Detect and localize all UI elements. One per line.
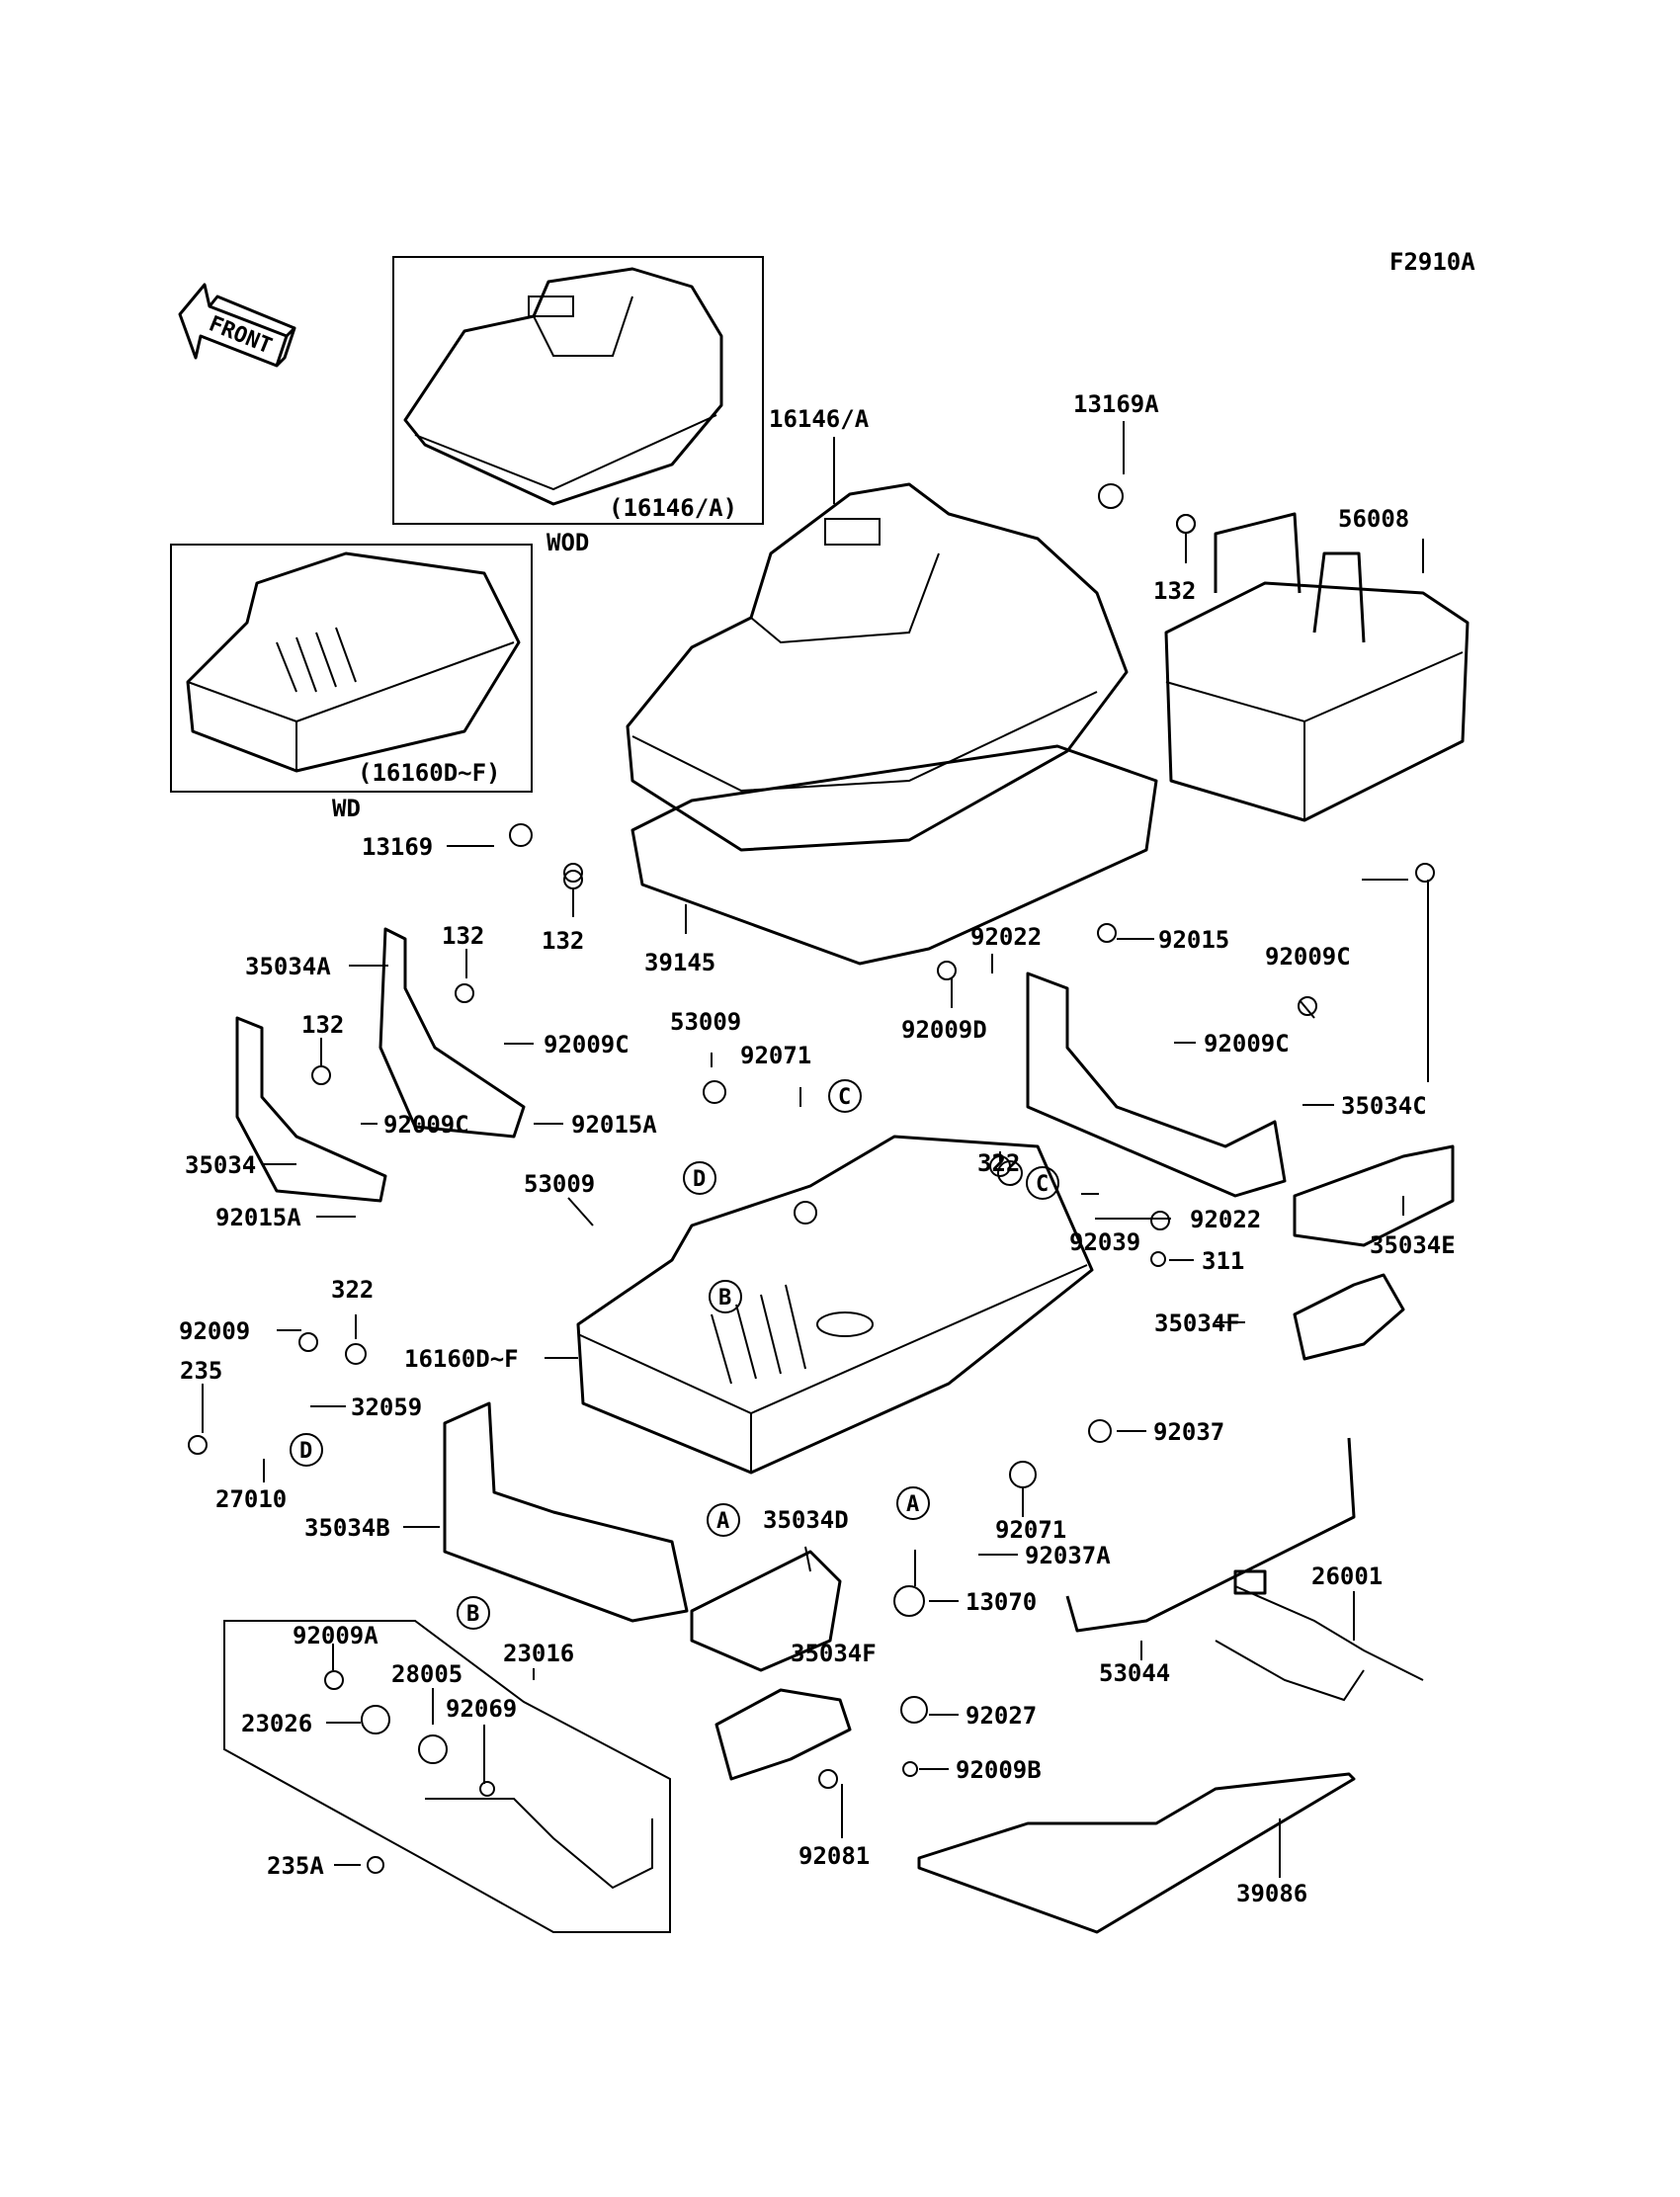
part-label: 92037A <box>1025 1542 1111 1569</box>
part-label: 132 <box>301 1011 344 1039</box>
inset-wod-caption: WOD <box>546 529 589 556</box>
part-label: 235 <box>180 1357 222 1385</box>
part-label: 53009 <box>524 1170 595 1198</box>
part-label: 92022 <box>970 923 1042 951</box>
part-label: 92009C <box>1204 1030 1290 1057</box>
part-label: 92009 <box>179 1317 250 1345</box>
part-label: 23016 <box>503 1640 574 1667</box>
part-label: 35034E <box>1370 1231 1456 1259</box>
ref-c-2: C <box>1036 1172 1049 1197</box>
part-label: 92027 <box>966 1702 1037 1730</box>
part-label: 13070 <box>966 1588 1037 1616</box>
inset-wd-caption: WD <box>332 795 361 822</box>
toolbox-56008 <box>1164 512 1470 822</box>
harness-26001 <box>1215 1585 1424 1702</box>
bracket-35034F-upper <box>1293 1273 1405 1361</box>
part-label: 132 <box>542 927 584 955</box>
inset-wod-part-label: (16146/A) <box>609 494 737 522</box>
hardware-icons <box>188 483 1435 1874</box>
ref-c-1: C <box>838 1085 851 1110</box>
part-label: 92081 <box>798 1842 870 1870</box>
part-label: 132 <box>1153 577 1196 605</box>
part-label: 26001 <box>1311 1563 1383 1590</box>
bracket-35034B <box>443 1401 689 1623</box>
part-label: 322 <box>977 1149 1020 1177</box>
part-label: 92022 <box>1190 1206 1261 1233</box>
inset-wd-part-label: (16160D~F) <box>358 759 501 787</box>
part-label: 39086 <box>1236 1880 1307 1907</box>
part-label: 16160D~F <box>404 1345 519 1373</box>
part-label: 35034A <box>245 953 331 980</box>
gasket-39145 <box>630 744 1158 966</box>
part-label: 92015A <box>571 1111 657 1139</box>
part-label: 92069 <box>446 1695 517 1723</box>
part-label: 92009D <box>901 1016 987 1044</box>
bracket-35034E <box>1293 1144 1455 1247</box>
cable-23016 <box>425 1798 653 1890</box>
part-label: 35034F <box>791 1640 877 1667</box>
part-label: 92009C <box>383 1111 469 1139</box>
tray-16160 <box>576 1135 1094 1475</box>
part-label: 53009 <box>670 1008 741 1036</box>
part-label: 35034F <box>1154 1310 1240 1337</box>
part-label: 13169A <box>1073 390 1159 418</box>
inset-wod: (16146/A) <box>392 256 764 525</box>
part-label: 28005 <box>391 1660 462 1688</box>
part-label: 92071 <box>995 1516 1066 1544</box>
part-label: 92009C <box>544 1031 630 1058</box>
part-label: 311 <box>1202 1247 1244 1275</box>
part-label: 35034C <box>1341 1092 1427 1120</box>
part-label: 35034D <box>763 1506 849 1534</box>
part-label: 132 <box>442 922 484 950</box>
part-label: 56008 <box>1338 505 1409 533</box>
part-label: 13169 <box>362 833 433 861</box>
ref-circles <box>290 1079 1059 1630</box>
part-label: 92039 <box>1069 1228 1140 1256</box>
part-label: 32059 <box>351 1394 422 1421</box>
part-label: 92009C <box>1265 943 1351 971</box>
figure-code: F2910A <box>1389 248 1475 276</box>
ref-b-1: B <box>718 1286 731 1310</box>
inset-wd: (16160D~F) <box>170 544 533 793</box>
part-label: 92015 <box>1158 926 1229 954</box>
leader-lines <box>202 421 1429 1878</box>
front-arrow-icon: FRONT <box>178 283 296 368</box>
ref-b-2: B <box>466 1602 479 1627</box>
part-label: 92015A <box>215 1204 301 1231</box>
ref-d-2: D <box>299 1439 312 1464</box>
part-label: 35034 <box>185 1151 256 1179</box>
bracket-35034 <box>235 1016 387 1203</box>
ref-a-1: A <box>716 1509 729 1534</box>
connector-icon <box>1233 1569 1267 1595</box>
part-label: 53044 <box>1099 1659 1170 1687</box>
ref-d-1: D <box>693 1167 706 1192</box>
part-label: 92071 <box>740 1042 811 1069</box>
part-label: 23026 <box>241 1710 312 1737</box>
part-label: 39145 <box>644 949 715 976</box>
lid-16146 <box>626 482 1129 852</box>
part-label: 92037 <box>1153 1418 1224 1446</box>
bracket-35034F-lower <box>714 1688 852 1781</box>
part-label: 16146/A <box>769 405 870 433</box>
bracket-35034C <box>1026 972 1287 1198</box>
part-label: 322 <box>331 1276 374 1304</box>
cable-inset-frame <box>223 1620 671 1933</box>
bracket-35034A <box>378 927 526 1139</box>
part-label: 235A <box>267 1852 324 1880</box>
part-label: 92009A <box>293 1622 378 1649</box>
mat-39086 <box>917 1772 1356 1934</box>
ref-a-2: A <box>906 1492 919 1517</box>
part-label: 27010 <box>215 1485 287 1513</box>
rod-53044 <box>1065 1437 1356 1633</box>
part-label: 92009B <box>956 1756 1042 1784</box>
part-label: 35034B <box>304 1514 390 1542</box>
bracket-35034D <box>690 1550 842 1672</box>
